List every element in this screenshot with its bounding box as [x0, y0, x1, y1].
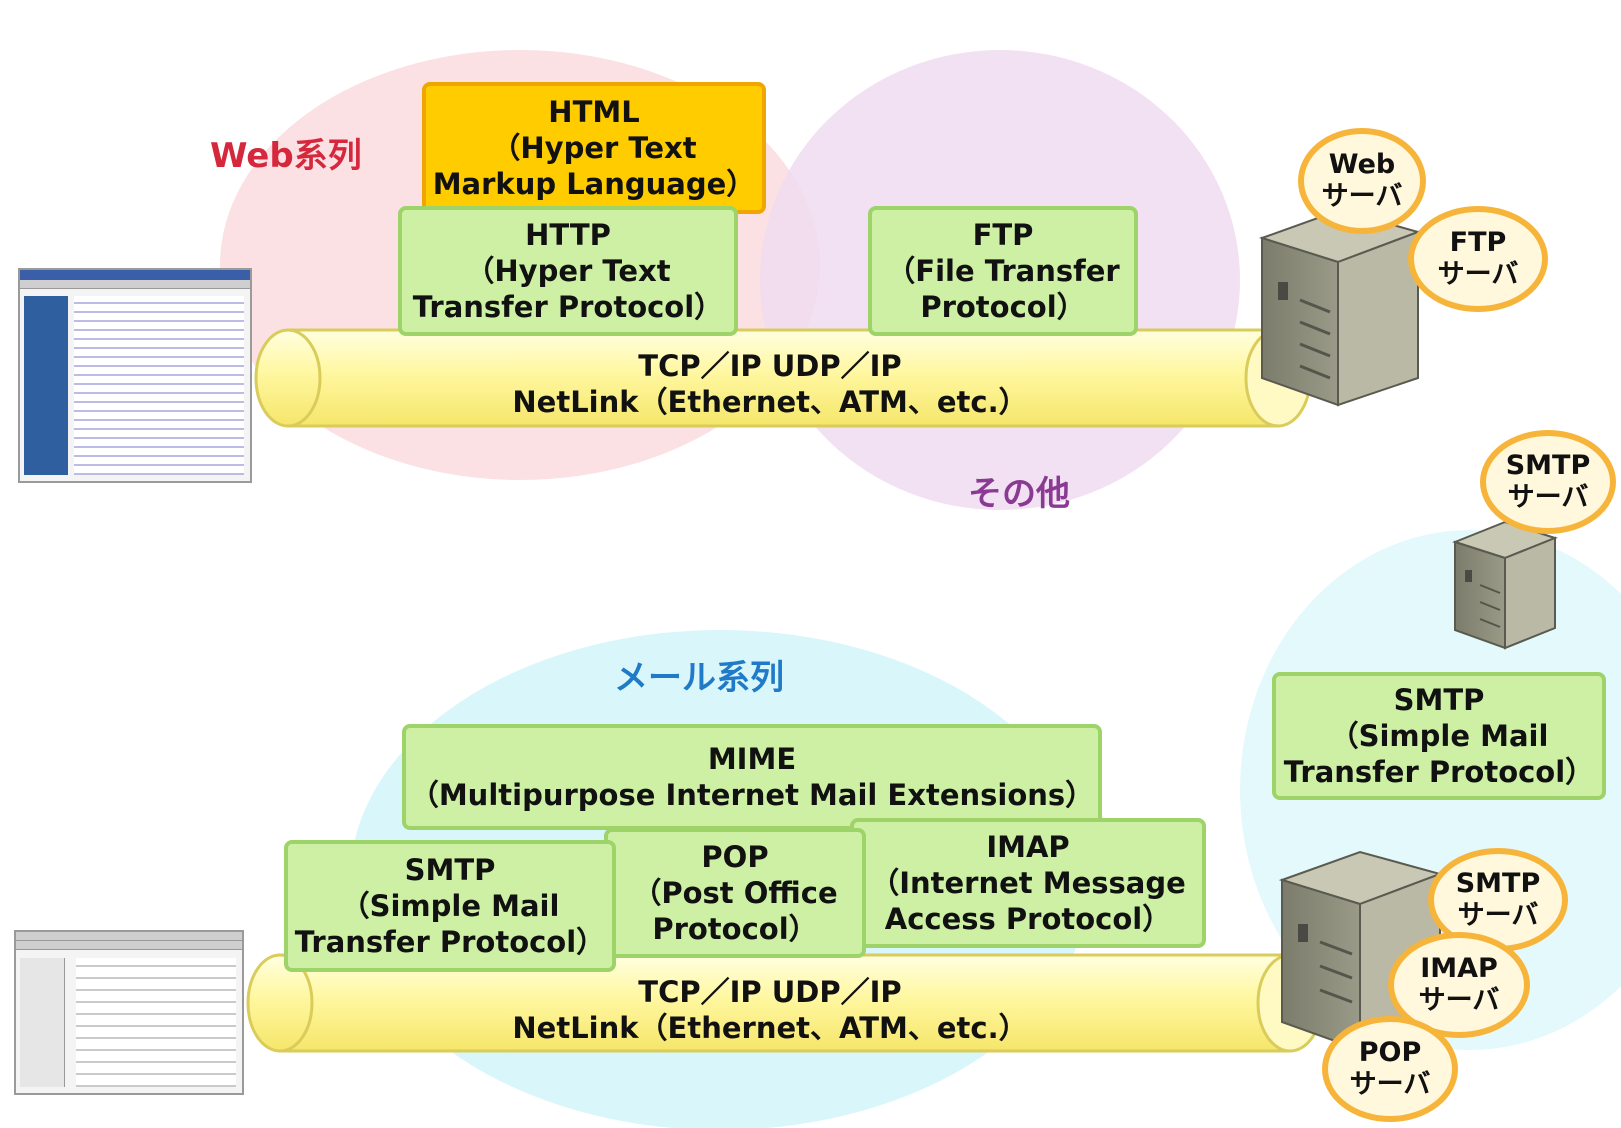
other-label: その他 [968, 474, 1070, 514]
mail-series-label: メール系列 [614, 658, 784, 698]
mime-box: MIME（Multipurpose Internet Mail Extensio… [402, 724, 1102, 830]
mail-client-screenshot [14, 930, 244, 1095]
web-series-label: Web系列 [210, 136, 362, 176]
web-browser-screenshot [18, 268, 252, 483]
web-server-icon [1258, 208, 1422, 407]
smtp-server-icon [1452, 520, 1558, 650]
